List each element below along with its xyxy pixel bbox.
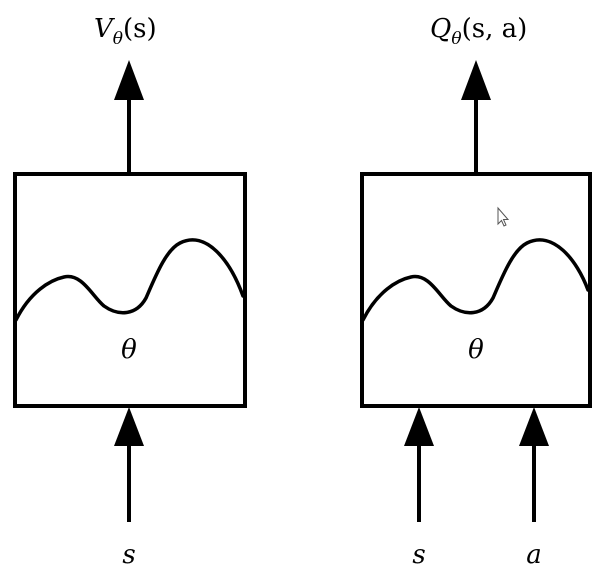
value-output-subscript: θ bbox=[113, 29, 123, 49]
q-input-label-a: a bbox=[526, 540, 542, 570]
value-function-box bbox=[13, 172, 247, 408]
q-input-arrow-s bbox=[404, 407, 434, 522]
q-network: Qθ(s, a) θ s a bbox=[360, 14, 592, 570]
value-output-symbol: V bbox=[94, 14, 115, 44]
q-output-args: (s, a) bbox=[462, 14, 528, 44]
q-output-arrow bbox=[461, 60, 491, 174]
q-input-arrow-a bbox=[519, 407, 549, 522]
q-output-label: Qθ(s, a) bbox=[430, 14, 527, 49]
value-input-arrow bbox=[114, 407, 144, 522]
q-function-curve bbox=[361, 238, 590, 322]
value-output-args: (s) bbox=[123, 14, 157, 44]
q-parameter-label: θ bbox=[468, 335, 484, 365]
value-function-curve bbox=[14, 238, 245, 322]
value-output-arrow bbox=[114, 60, 144, 174]
value-parameter-label: θ bbox=[121, 335, 137, 365]
q-function-box bbox=[360, 172, 592, 408]
value-input-label: s bbox=[122, 540, 135, 570]
q-input-label-s: s bbox=[412, 540, 425, 570]
q-output-symbol: Q bbox=[430, 14, 451, 44]
value-network: Vθ(s) θ s bbox=[13, 14, 247, 570]
mouse-pointer-icon bbox=[497, 206, 510, 227]
q-output-subscript: θ bbox=[451, 29, 461, 49]
value-output-label: Vθ(s) bbox=[94, 14, 157, 49]
